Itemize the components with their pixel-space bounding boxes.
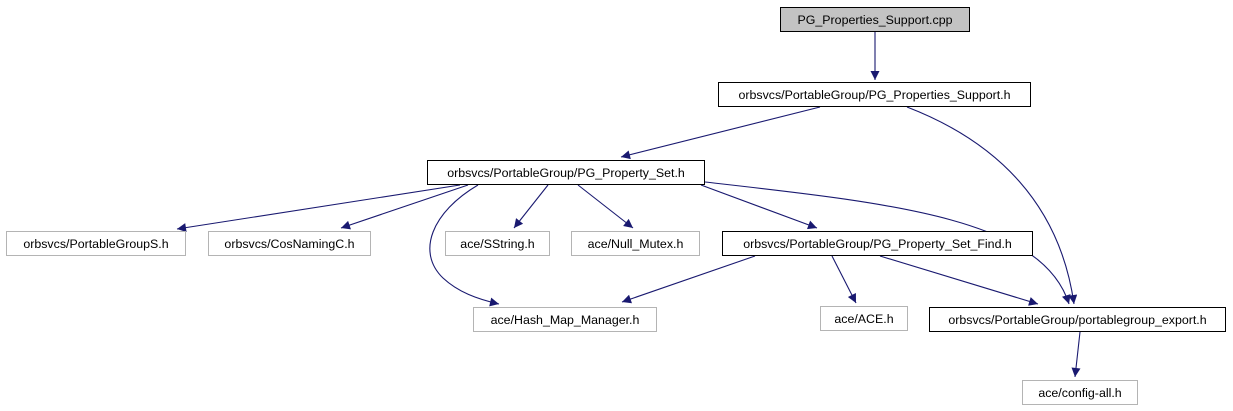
node-cosnamingc-h[interactable]: orbsvcs/CosNamingC.h bbox=[208, 231, 371, 256]
node-pg-properties-support-cpp: PG_Properties_Support.cpp bbox=[780, 7, 970, 32]
node-pg-property-set-h[interactable]: orbsvcs/PortableGroup/PG_Property_Set.h bbox=[427, 160, 705, 185]
edge-property-set-to-sstring bbox=[513, 184, 549, 229]
node-sstring-h[interactable]: ace/SString.h bbox=[445, 231, 550, 256]
edge-properties-support-to-export bbox=[906, 106, 1078, 305]
node-config-all-h[interactable]: ace/config-all.h bbox=[1022, 380, 1138, 405]
node-null-mutex-h[interactable]: ace/Null_Mutex.h bbox=[571, 231, 700, 256]
node-portablegroup-export-h[interactable]: orbsvcs/PortableGroup/portablegroup_expo… bbox=[929, 307, 1226, 332]
edge-set-find-to-hash-map bbox=[621, 255, 756, 304]
edge-property-set-to-export bbox=[704, 181, 1071, 305]
node-ace-h[interactable]: ace/ACE.h bbox=[820, 306, 908, 331]
edge-set-find-to-ace bbox=[831, 255, 857, 304]
edge-property-set-to-cosnamingc bbox=[340, 184, 469, 230]
edge-set-find-to-export bbox=[879, 255, 1039, 306]
edge-properties-support-to-property-set bbox=[620, 106, 821, 160]
node-pg-properties-support-h[interactable]: orbsvcs/PortableGroup/PG_Properties_Supp… bbox=[718, 82, 1031, 107]
node-portablegroups-h[interactable]: orbsvcs/PortableGroupS.h bbox=[6, 231, 186, 256]
edge-property-set-to-hash-map bbox=[429, 184, 500, 307]
edge-property-set-to-set-find bbox=[700, 184, 818, 230]
node-hash-map-manager-h[interactable]: ace/Hash_Map_Manager.h bbox=[473, 307, 657, 332]
edge-property-set-to-portablegroups bbox=[176, 184, 461, 233]
node-pg-property-set-find-h[interactable]: orbsvcs/PortableGroup/PG_Property_Set_Fi… bbox=[722, 231, 1033, 256]
edge-property-set-to-null-mutex bbox=[577, 184, 634, 229]
edge-export-to-config-all bbox=[1071, 331, 1081, 378]
